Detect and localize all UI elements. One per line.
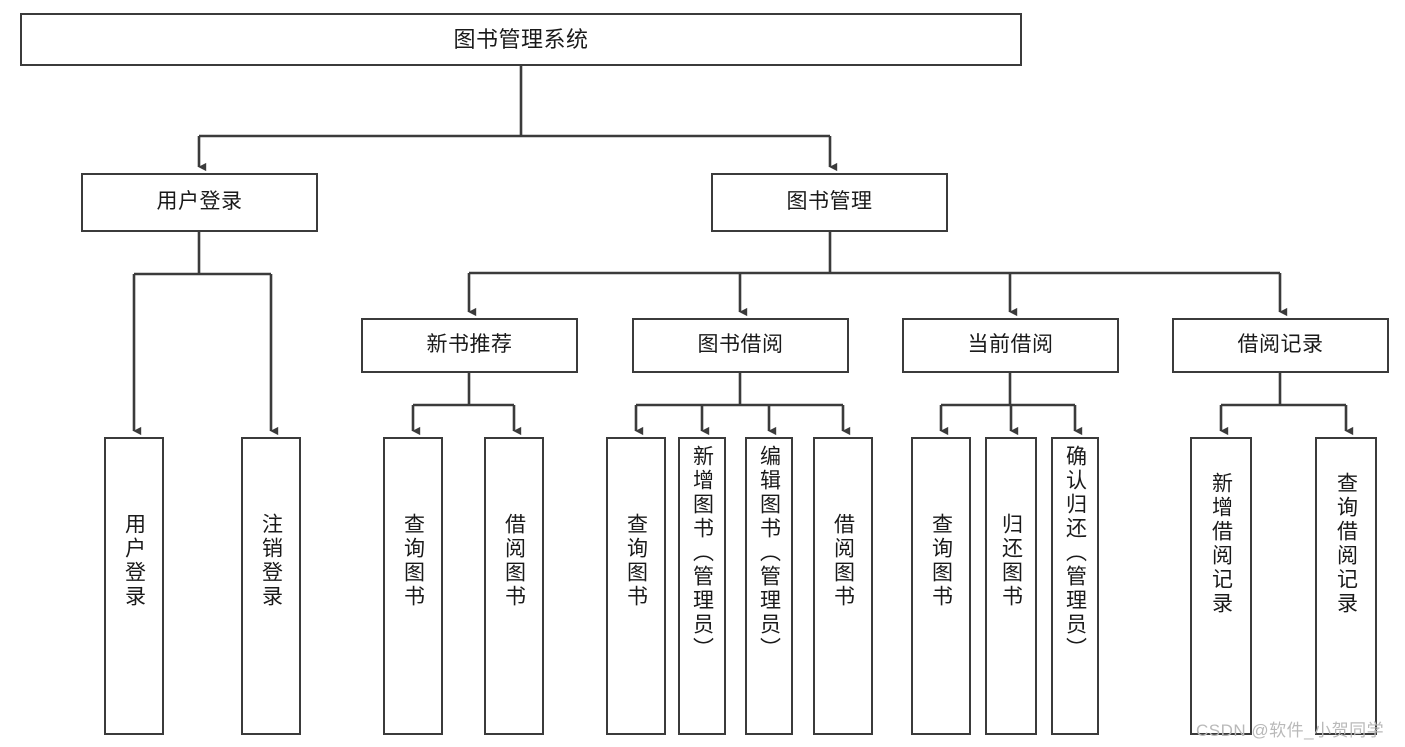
node-label: 用户登录 <box>122 513 146 609</box>
node-label: 图书借阅 <box>697 333 784 357</box>
node-leaf-user-login[interactable]: 用户登录 <box>104 437 164 735</box>
node-leaf-recommend-query-book[interactable]: 查询图书 <box>383 437 443 735</box>
node-leaf-borrow-borrow-book[interactable]: 借阅图书 <box>813 437 873 735</box>
node-leaf-current-confirm-return[interactable]: 确认归还（管理员） <box>1051 437 1099 735</box>
node-label: 新增图书（管理员） <box>690 445 714 661</box>
node-label: 确认归还（管理员） <box>1063 445 1087 661</box>
node-label: 归还图书 <box>999 513 1023 609</box>
node-borrow-record[interactable]: 借阅记录 <box>1172 318 1389 373</box>
node-new-book-recommend[interactable]: 新书推荐 <box>361 318 578 373</box>
node-label: 当前借阅 <box>967 333 1054 357</box>
node-leaf-record-add[interactable]: 新增借阅记录 <box>1190 437 1252 735</box>
node-root-system[interactable]: 图书管理系统 <box>20 13 1022 66</box>
node-label: 查询借阅记录 <box>1334 472 1358 616</box>
node-label: 借阅记录 <box>1237 333 1324 357</box>
node-book-manage[interactable]: 图书管理 <box>711 173 948 232</box>
node-leaf-borrow-edit-book[interactable]: 编辑图书（管理员） <box>745 437 793 735</box>
watermark-text: CSDN @软件_小贺同学 <box>1196 721 1385 740</box>
node-leaf-current-return-book[interactable]: 归还图书 <box>985 437 1037 735</box>
node-label: 查询图书 <box>624 513 648 609</box>
node-label: 查询图书 <box>401 513 425 609</box>
node-label: 图书管理 <box>786 190 873 214</box>
node-label: 新增借阅记录 <box>1209 472 1233 616</box>
node-leaf-borrow-add-book[interactable]: 新增图书（管理员） <box>678 437 726 735</box>
node-label: 借阅图书 <box>502 513 526 609</box>
node-user-login[interactable]: 用户登录 <box>81 173 318 232</box>
node-label: 借阅图书 <box>831 513 855 609</box>
node-leaf-record-query[interactable]: 查询借阅记录 <box>1315 437 1377 735</box>
node-label: 编辑图书（管理员） <box>757 445 781 661</box>
node-leaf-current-query-book[interactable]: 查询图书 <box>911 437 971 735</box>
node-label: 注销登录 <box>259 513 283 609</box>
node-leaf-recommend-borrow-book[interactable]: 借阅图书 <box>484 437 544 735</box>
node-label: 新书推荐 <box>426 333 513 357</box>
node-current-borrow[interactable]: 当前借阅 <box>902 318 1119 373</box>
node-leaf-borrow-query-book[interactable]: 查询图书 <box>606 437 666 735</box>
node-label: 用户登录 <box>156 190 243 214</box>
csdn-watermark: CSDN @软件_小贺同学 <box>1196 716 1384 741</box>
node-label: 图书管理系统 <box>453 26 589 52</box>
node-book-borrow[interactable]: 图书借阅 <box>632 318 849 373</box>
node-leaf-user-logout[interactable]: 注销登录 <box>241 437 301 735</box>
node-label: 查询图书 <box>929 513 953 609</box>
